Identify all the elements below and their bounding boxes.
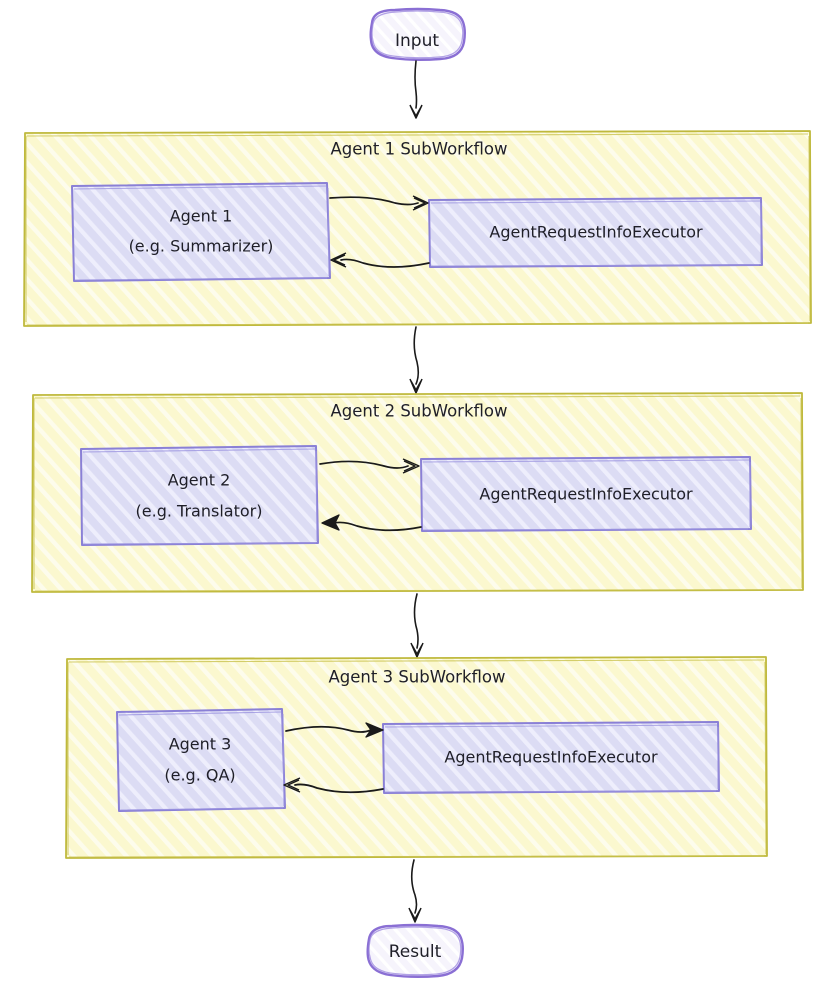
node-agent-3[interactable]: Agent 3 (e.g. QA) [116, 708, 286, 812]
edge-agent1-to-executor1 [329, 195, 429, 211]
edge-executor1-to-agent1 [330, 252, 430, 268]
agent-2-shape [80, 445, 319, 546]
edge-executor3-to-agent3 [283, 777, 384, 794]
agent-1-shape-sketch [73, 185, 330, 281]
cluster-agent1-subworkflow[interactable]: Agent 1 SubWorkflow Agent 1 (e.g. Summar… [23, 130, 812, 327]
result-shape [366, 923, 464, 978]
node-result[interactable]: Result [366, 923, 464, 978]
executor-2-shape-sketch [422, 459, 751, 531]
edge-executor2-to-agent2 [321, 514, 422, 532]
edge-agent3sub-to-result [408, 859, 422, 923]
agent-2-shape-sketch [82, 448, 318, 545]
cluster-1-shape-sketch [25, 133, 811, 326]
edge-input-to-agent1 [409, 60, 423, 119]
node-agent-3-request-info-executor[interactable]: AgentRequestInfoExecutor [382, 721, 720, 794]
executor-3-shape-sketch [384, 724, 719, 793]
result-shape-sketch [368, 926, 462, 976]
agent-3-shape-sketch [118, 711, 285, 811]
executor-3-shape [382, 721, 720, 794]
edge-agent2sub-to-agent3sub [410, 593, 424, 658]
input-shape-sketch [371, 10, 464, 59]
executor-1-shape-sketch [430, 200, 762, 267]
node-agent-1-request-info-executor[interactable]: AgentRequestInfoExecutor [428, 197, 763, 268]
cluster-2-shape-sketch [33, 395, 803, 592]
cluster-agent3-subworkflow[interactable]: Agent 3 SubWorkflow Agent 3 (e.g. QA) Ag… [65, 656, 768, 859]
edge-agent2-to-executor2 [319, 458, 420, 474]
cluster-agent2-subworkflow[interactable]: Agent 2 SubWorkflow Agent 2 (e.g. Transl… [31, 392, 804, 593]
node-agent-2[interactable]: Agent 2 (e.g. Translator) [80, 445, 319, 546]
executor-2-shape [420, 456, 752, 532]
agent-1-shape [71, 182, 331, 282]
agent-3-shape [116, 708, 286, 812]
edge-agent3-to-executor3 [285, 722, 384, 738]
node-agent-2-request-info-executor[interactable]: AgentRequestInfoExecutor [420, 456, 752, 532]
edge-agent1sub-to-agent2sub [409, 326, 423, 394]
input-shape [369, 7, 466, 61]
executor-1-shape [428, 197, 763, 268]
cluster-3-shape-sketch [67, 659, 767, 858]
node-input[interactable]: Input [369, 7, 466, 61]
node-agent-1[interactable]: Agent 1 (e.g. Summarizer) [71, 182, 331, 282]
